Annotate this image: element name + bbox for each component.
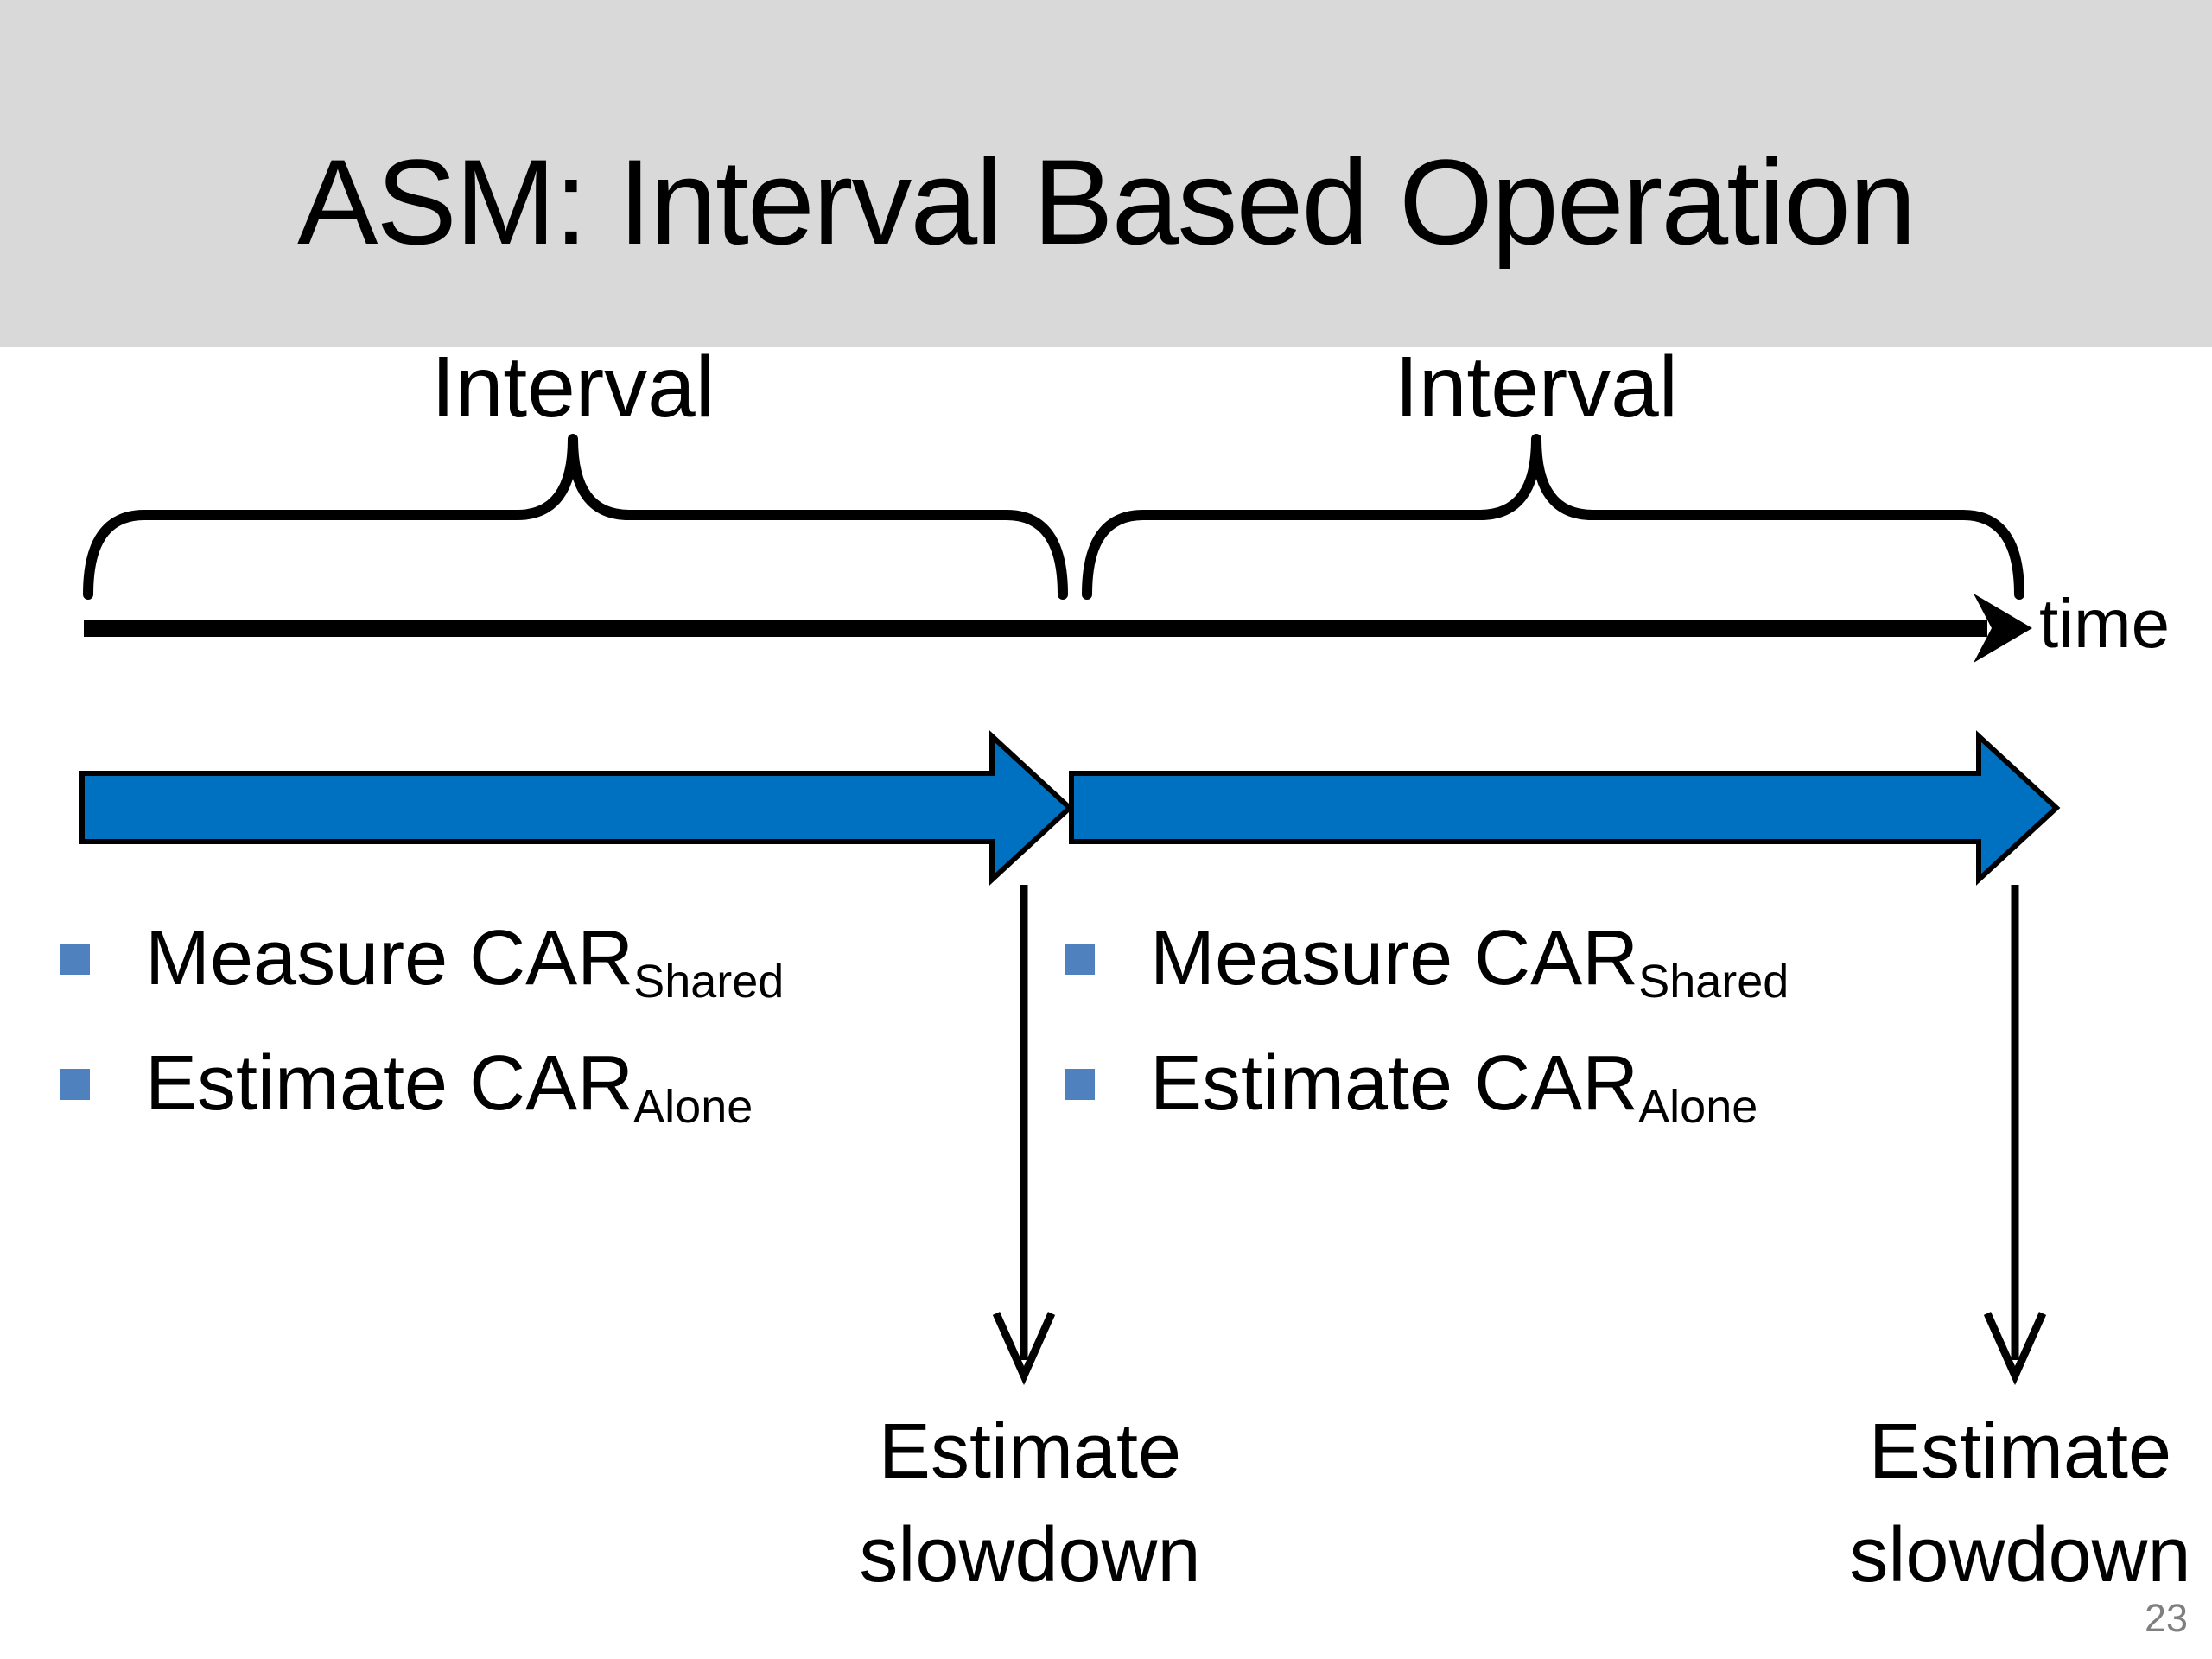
interval-label-2: Interval — [1395, 339, 1678, 435]
bullet-subscript: Alone — [633, 1081, 753, 1134]
title-band — [0, 0, 2212, 347]
bullet-subscript: Shared — [1638, 956, 1789, 1008]
bullet-subscript: Shared — [633, 956, 785, 1008]
bullet-subscript: Alone — [1638, 1081, 1758, 1134]
bullet-main-text: Estimate CAR — [1150, 1040, 1639, 1127]
block-right-arrow-icon-2 — [1069, 730, 2061, 886]
square-bullet-icon — [1065, 944, 1095, 975]
list-item: Measure CARShared — [1065, 915, 1789, 1005]
curly-brace-icon-1 — [83, 434, 1068, 600]
timeline-arrowhead-icon — [1974, 594, 2032, 663]
annotation-line-1: Estimate — [878, 1408, 1182, 1495]
down-arrow-icon-1 — [992, 885, 1056, 1386]
square-bullet-icon — [1065, 1069, 1095, 1100]
list-item: Estimate CARAlone — [1065, 1040, 1789, 1130]
annotation-line-1: Estimate — [1868, 1408, 2172, 1495]
interval-label-1: Interval — [431, 339, 715, 435]
bullet-main-text: Estimate CAR — [145, 1040, 634, 1127]
bullet-main-text: Measure CAR — [145, 915, 634, 1001]
curly-brace-icon-2 — [1082, 434, 2024, 600]
bullet-text: Estimate CARAlone — [145, 1040, 753, 1130]
bullet-list-interval-2: Measure CARShared Estimate CARAlone — [1065, 918, 1789, 1168]
estimate-slowdown-annotation-2: Estimate slowdown — [1849, 1400, 2190, 1607]
list-item: Measure CARShared — [60, 915, 784, 1005]
square-bullet-icon — [60, 944, 90, 975]
bullet-text: Measure CARShared — [145, 915, 784, 1005]
annotation-line-2: slowdown — [859, 1512, 1201, 1599]
estimate-slowdown-annotation-1: Estimate slowdown — [859, 1400, 1200, 1607]
bullet-main-text: Measure CAR — [1150, 915, 1639, 1001]
time-axis-label: time — [2039, 585, 2171, 662]
down-arrow-head — [1983, 1312, 2047, 1386]
page-title: ASM: Interval Based Operation — [297, 134, 1916, 270]
annotation-line-2: slowdown — [1849, 1512, 2191, 1599]
list-item: Estimate CARAlone — [60, 1040, 784, 1130]
page-number: 23 — [2144, 1596, 2188, 1640]
bullet-list-interval-1: Measure CARShared Estimate CARAlone — [60, 918, 784, 1168]
down-arrow-icon-2 — [1983, 885, 2047, 1386]
block-right-arrow-icon-1 — [79, 730, 1074, 886]
down-arrow-head — [992, 1312, 1056, 1386]
square-bullet-icon — [60, 1069, 90, 1100]
bullet-text: Estimate CARAlone — [1150, 1040, 1758, 1130]
bullet-text: Measure CARShared — [1150, 915, 1789, 1005]
